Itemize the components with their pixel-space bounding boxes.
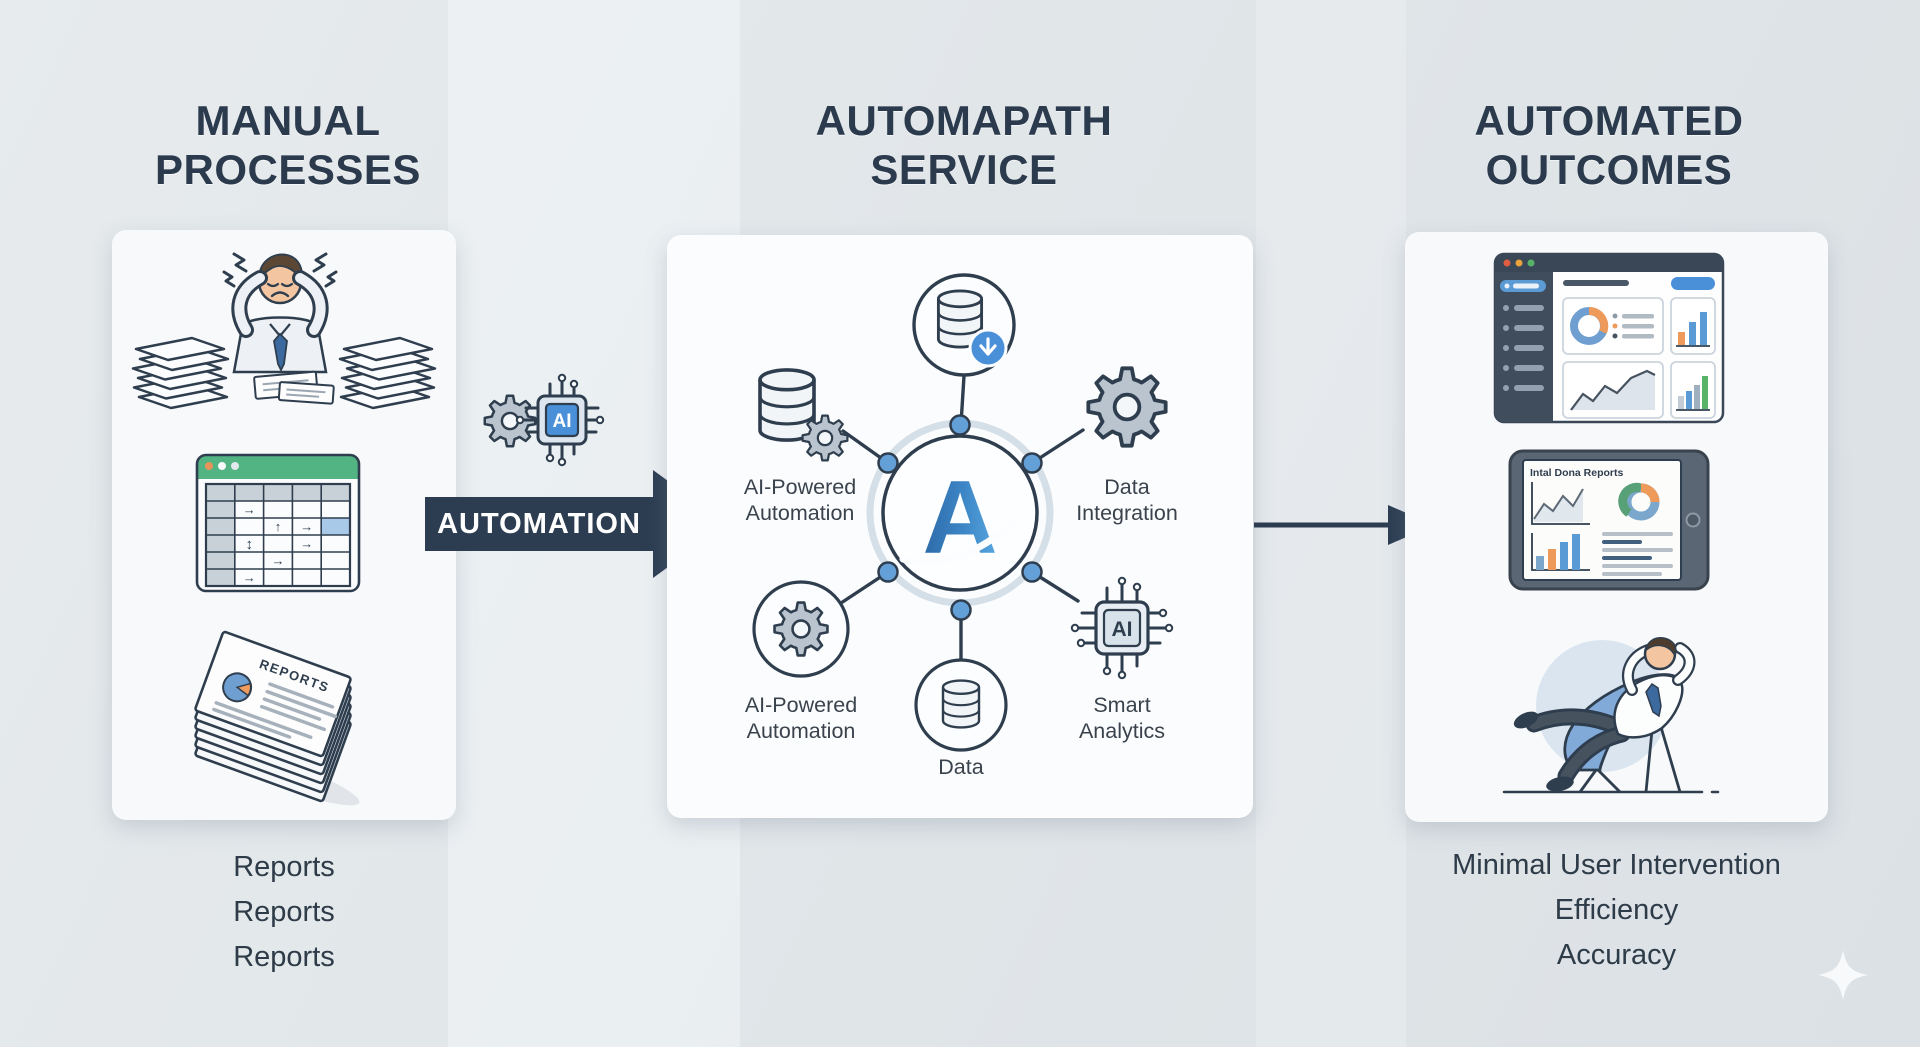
automation-gear-node-icon (752, 580, 850, 678)
list-item: Minimal User Intervention (1452, 849, 1781, 881)
stressed-person-icon (222, 252, 338, 374)
data-import-node-icon (912, 273, 1016, 377)
ai-chip-label: AI (1112, 618, 1133, 641)
smart-analytics-chip-icon: AI (1070, 576, 1174, 680)
service-network: A (752, 273, 1174, 752)
desk-paper-icon (253, 370, 335, 405)
list-item: Efficiency (1554, 893, 1679, 926)
list-item: Accuracy (1556, 938, 1677, 971)
sparkle-icon (1818, 950, 1868, 1000)
automated-outcomes-card: Intal Dona Reports (1405, 232, 1828, 822)
svg-text:→: → (300, 536, 313, 551)
paper-stack-left-icon (131, 336, 230, 410)
paper-stack-right-icon (338, 336, 437, 410)
list-item: Reports (233, 940, 335, 973)
tablet-title: Intal Dona Reports (1530, 467, 1624, 479)
right-column-title: AUTOMATED OUTCOMES (1474, 97, 1744, 194)
automapath-service-card: A (667, 235, 1253, 818)
ai-chip-label: AI (553, 411, 572, 432)
svg-text:↑: ↑ (275, 519, 282, 534)
node-label-bottom: Data (938, 755, 984, 779)
db-gear-node-icon (758, 368, 849, 462)
manual-outputs-list: Reports Reports Reports (112, 845, 456, 980)
node-label-bottom-right: Smart Analytics (1078, 693, 1166, 743)
ai-chip-icon: AI (515, 373, 605, 467)
center-column-title: AUTOMAPATH SERVICE (815, 97, 1113, 194)
spreadsheet-icon: → ↑ → ↕ → → → (195, 453, 361, 593)
svg-text:→: → (272, 553, 285, 568)
dashboard-window-icon (1493, 252, 1725, 424)
node-label-top-left: AI-Powered Automation (743, 475, 857, 525)
tablet-reports-icon: Intal Dona Reports (1508, 449, 1710, 591)
stressed-worker-illustration (131, 252, 437, 410)
integration-gear-icon (1086, 366, 1168, 448)
ai-gear-chip-icon: AI (483, 373, 605, 467)
automation-arrow-label: AUTOMATION (437, 507, 641, 540)
person-icon (1513, 637, 1696, 792)
svg-text:→: → (300, 519, 313, 534)
manual-processes-card: → ↑ → ↕ → → → REPORTS (112, 230, 456, 820)
home-button-icon (1685, 512, 1701, 528)
report-stack-icon: REPORTS (194, 630, 360, 806)
svg-text:→: → (243, 570, 256, 585)
svg-text:→: → (243, 502, 256, 517)
node-label-bottom-left: AI-Powered Automation (744, 693, 858, 743)
list-item: Reports (233, 895, 335, 928)
svg-text:↕: ↕ (245, 536, 253, 553)
data-node-icon (914, 658, 1008, 752)
node-label-top-right: Data Integration (1076, 475, 1178, 525)
outcomes-list: Minimal User Intervention Efficiency Acc… (1405, 843, 1828, 978)
left-column-title: MANUAL PROCESSES (155, 97, 421, 194)
network-dots (877, 414, 1043, 621)
relaxed-person-illustration (1502, 637, 1720, 794)
list-item: Reports (233, 851, 335, 883)
